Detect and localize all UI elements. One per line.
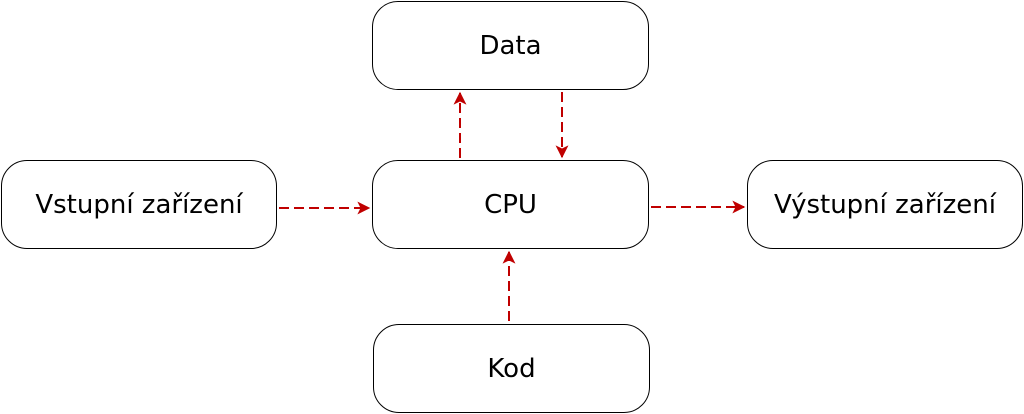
node-output-device: Výstupní zařízení <box>747 160 1023 249</box>
node-code: Kod <box>373 324 650 413</box>
node-data-label: Data <box>479 30 542 61</box>
node-input-device: Vstupní zařízení <box>1 160 277 249</box>
node-cpu-label: CPU <box>484 189 537 220</box>
node-input-device-label: Vstupní zařízení <box>35 189 243 220</box>
node-data: Data <box>372 1 649 90</box>
node-cpu: CPU <box>372 160 649 249</box>
node-output-device-label: Výstupní zařízení <box>773 189 996 220</box>
node-code-label: Kod <box>487 353 536 384</box>
